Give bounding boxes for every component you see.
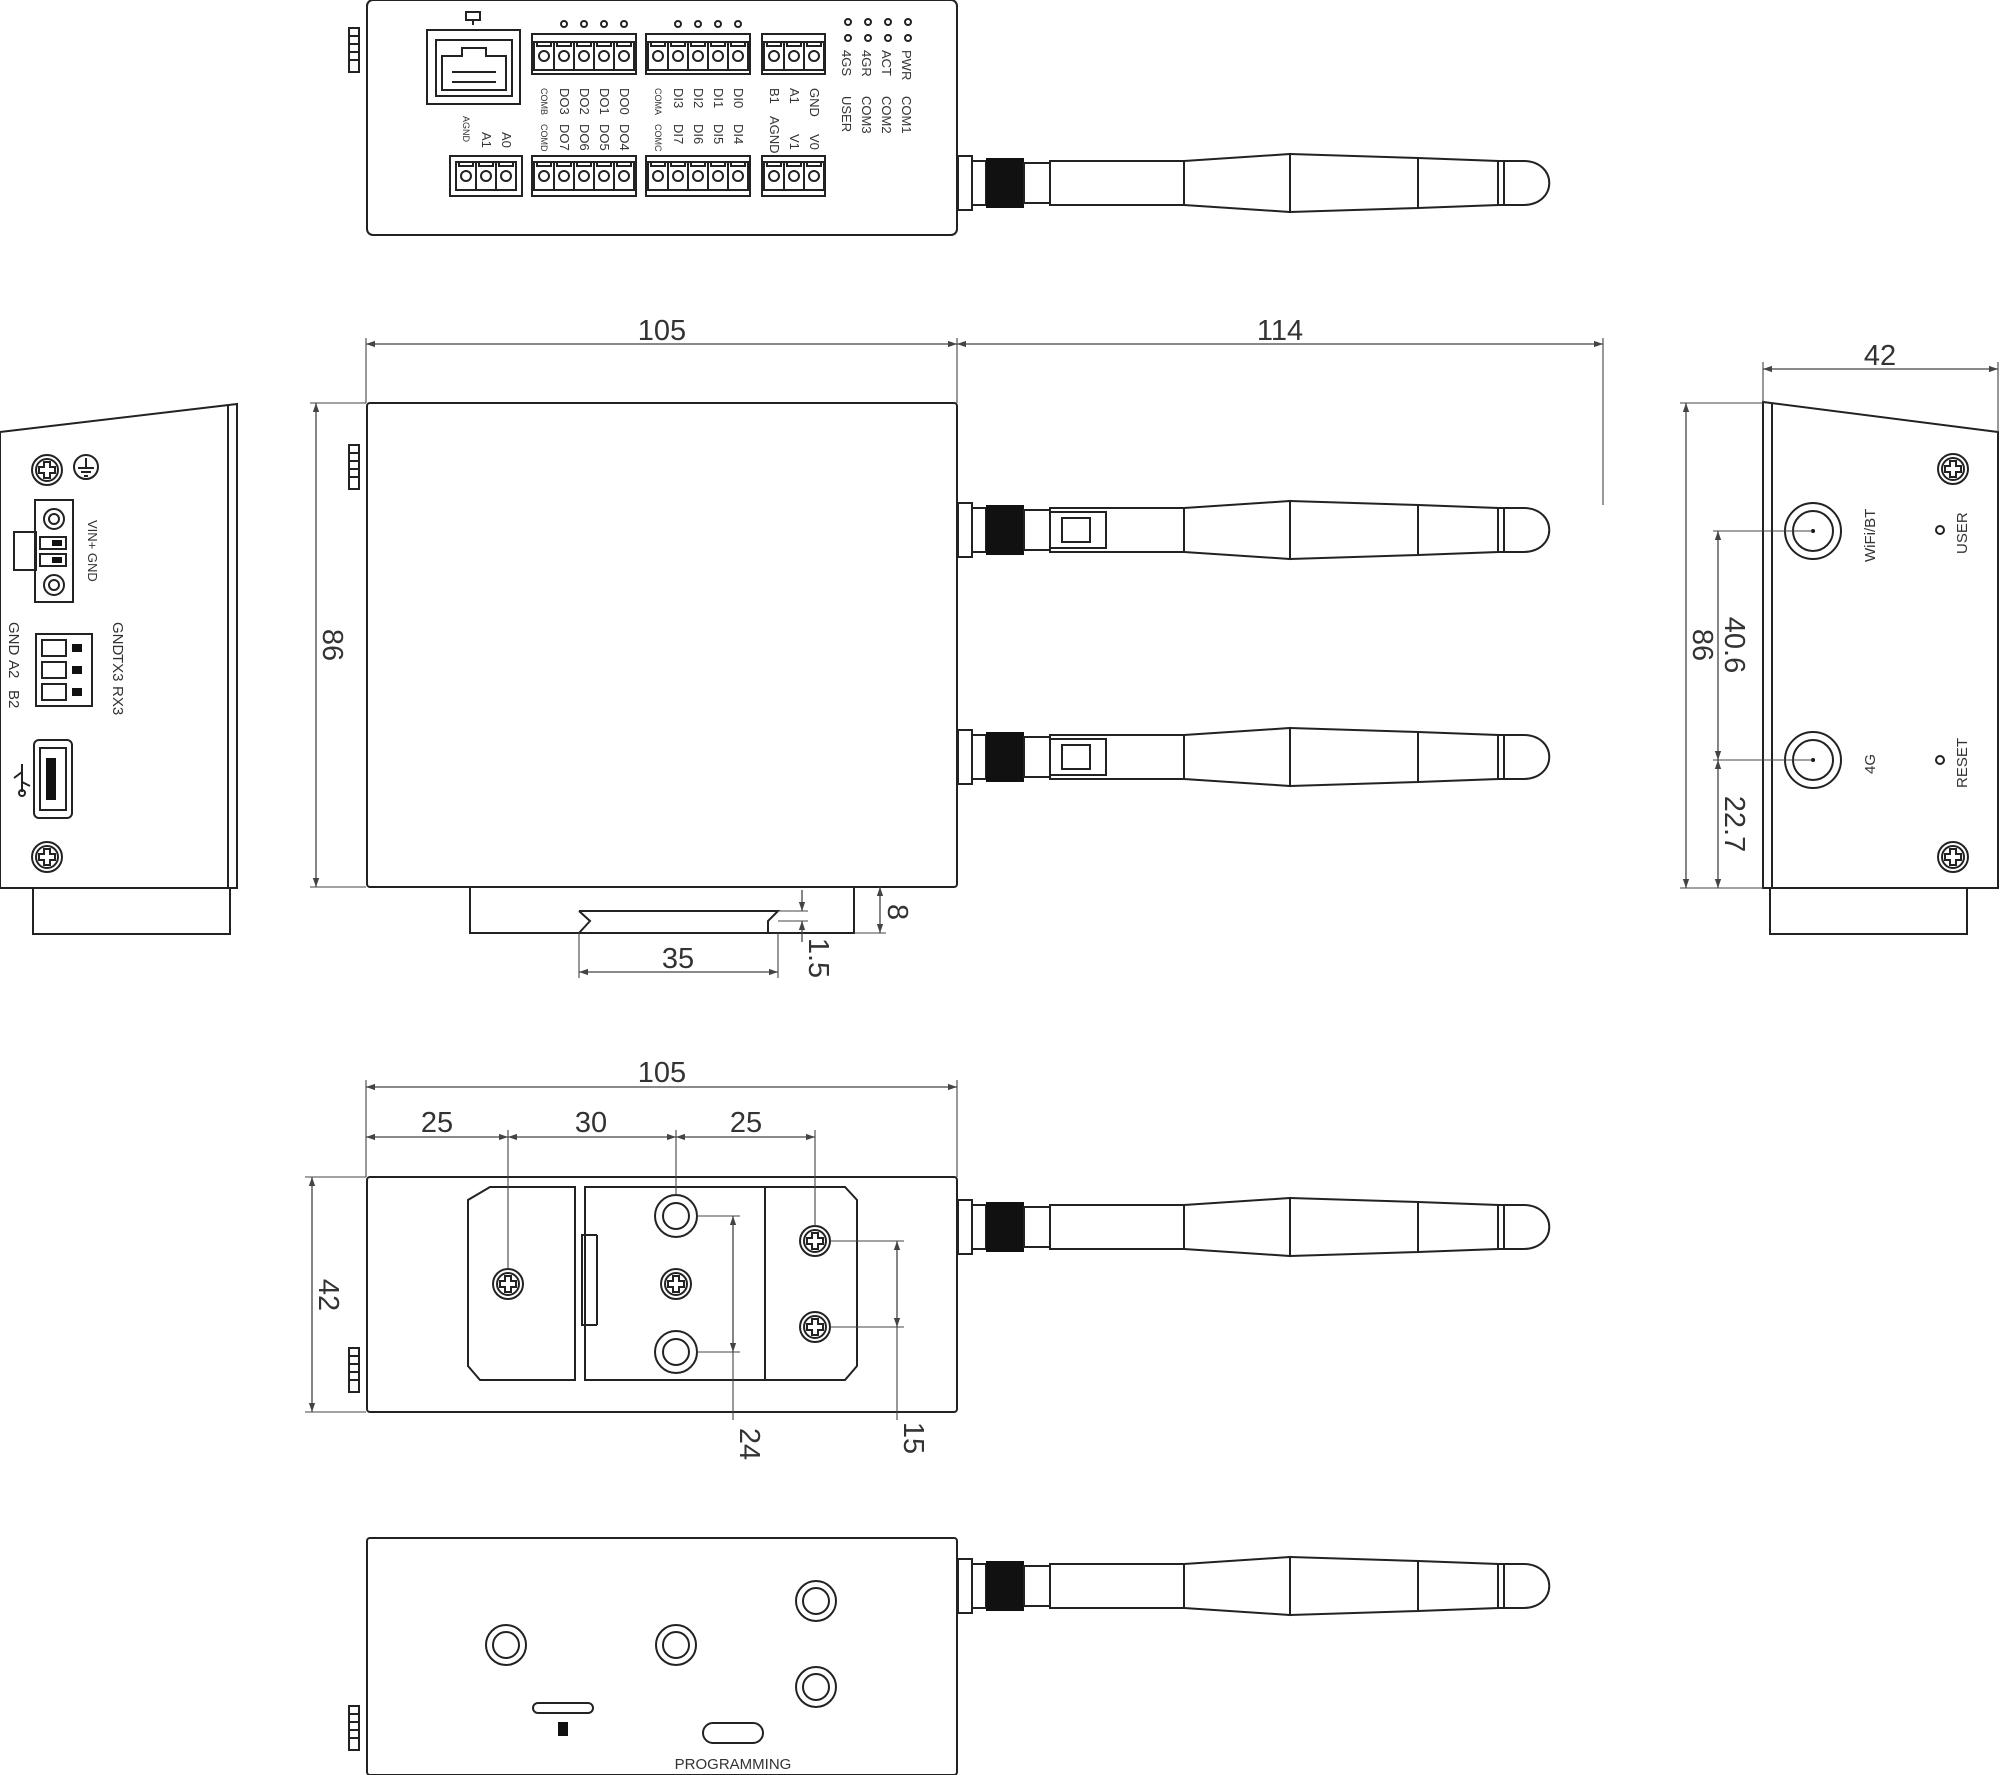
reset-button	[1935, 755, 1945, 765]
bottom-terminal-row	[449, 155, 826, 197]
label-com1: COM1	[899, 96, 914, 134]
label-com2: COM2	[879, 96, 894, 134]
ground-icon	[73, 454, 99, 480]
label-di0: DI0	[731, 88, 746, 108]
antenna-top	[957, 153, 1551, 213]
bottom-view	[348, 1176, 1551, 1413]
label-v1: V1	[787, 134, 802, 150]
front-view	[348, 402, 1551, 934]
label-act: ACT	[879, 50, 894, 76]
label-reset: RESET	[1954, 738, 1971, 788]
label-comb: COMB	[539, 88, 549, 115]
label-do2: DO2	[577, 88, 592, 115]
label-4gr: 4GR	[859, 50, 874, 77]
label-v0: V0	[807, 134, 822, 150]
label-di2: DI2	[691, 88, 706, 108]
label-di5: DI5	[711, 124, 726, 144]
label-do0: DO0	[617, 88, 632, 115]
label-power: VIN+ GND	[85, 520, 100, 582]
ethernet-port	[426, 11, 521, 105]
label-comc: COMC	[653, 124, 663, 152]
label-wifi-bt: WiFi/BT	[1862, 509, 1879, 562]
label-di1: DI1	[711, 88, 726, 108]
dim-hole-spacing-b: 30	[575, 1107, 607, 1139]
label-gnd-serial-a: GND	[109, 622, 126, 656]
label-user: USER	[1954, 512, 1971, 554]
label-a1: A1	[479, 132, 494, 148]
top-led-dots	[560, 18, 912, 42]
top-terminal-row	[531, 33, 826, 75]
label-a1-top: A1	[787, 88, 802, 104]
label-coma: COMA	[653, 88, 663, 115]
dim-hole-vertical-a: 24	[733, 1428, 765, 1460]
label-agnd-right: AGND	[767, 116, 782, 154]
label-4g: 4G	[1862, 754, 1879, 774]
label-gnd-serial-b: GND	[5, 622, 22, 656]
dim-height-front: 86	[316, 629, 348, 661]
label-di7: DI7	[671, 124, 686, 144]
label-di6: DI6	[691, 124, 706, 144]
dim-rail-lip: 1.5	[802, 938, 834, 978]
antenna-underside	[957, 1556, 1551, 1616]
dim-side-depth: 42	[1864, 340, 1896, 372]
top-view: DO0 DO1 DO2 DO3 COMB DI0 DI1 DI2 DI3 COM…	[348, 0, 1551, 236]
programming-port	[702, 1722, 764, 1744]
antenna-upper	[957, 500, 1551, 560]
sim-card-icon	[558, 1722, 568, 1736]
label-do6: DO6	[577, 124, 592, 151]
label-com3: COM3	[859, 96, 874, 134]
antenna-bottom	[957, 1197, 1551, 1257]
dim-hole-spacing-a: 25	[421, 1107, 453, 1139]
dim-hole-spacing-c: 25	[730, 1107, 762, 1139]
dim-antenna-length: 114	[1257, 315, 1303, 347]
ethernet-icon	[465, 11, 481, 25]
antenna-lower	[957, 727, 1551, 787]
dim-antenna-offset: 22.7	[1718, 796, 1750, 852]
right-side-view: WiFi/BT 4G USER RESET	[1762, 400, 1999, 935]
power-connector	[13, 499, 74, 603]
dim-bottom-depth: 42	[312, 1279, 344, 1311]
dim-antenna-spacing: 40.6	[1718, 617, 1750, 673]
label-do4: DO4	[617, 124, 632, 151]
label-do3: DO3	[557, 88, 572, 115]
left-side-view: VIN+ GND GND TX3 RX3 GND A2 B2	[0, 402, 238, 935]
label-do5: DO5	[597, 124, 612, 151]
dimension-lines	[305, 338, 1999, 1420]
label-a2: A2	[5, 660, 22, 678]
label-b2: B2	[5, 690, 22, 708]
user-led	[1935, 525, 1945, 535]
dim-hole-vertical-b: 15	[897, 1422, 929, 1454]
dim-rail-width: 35	[662, 943, 694, 975]
label-rx3: RX3	[109, 686, 126, 715]
label-programming: PROGRAMMING	[675, 1756, 792, 1773]
label-pwr: PWR	[899, 50, 914, 80]
underside-view: PROGRAMMING	[348, 1537, 1551, 1775]
dim-front-width: 105	[638, 315, 686, 347]
dim-rail-offset: 8	[881, 904, 913, 920]
usb-icon	[13, 764, 31, 797]
dim-bottom-width: 105	[638, 1057, 686, 1089]
serial-connector	[35, 633, 93, 707]
label-comd: COMD	[539, 124, 549, 152]
sim-card-slot	[532, 1702, 594, 1714]
label-do1: DO1	[597, 88, 612, 115]
label-di4: DI4	[731, 124, 746, 144]
label-a0: A0	[499, 132, 514, 148]
dim-height-right: 86	[1686, 629, 1718, 661]
label-di3: DI3	[671, 88, 686, 108]
label-user-top: USER	[839, 96, 854, 132]
usb-port	[33, 739, 73, 819]
label-tx3: TX3	[109, 654, 126, 682]
label-4gs: 4GS	[839, 50, 854, 76]
label-gnd-top: GND	[807, 88, 822, 117]
label-b1-top: B1	[767, 88, 782, 104]
label-agnd-left: AGND	[461, 116, 471, 143]
label-do7: DO7	[557, 124, 572, 151]
